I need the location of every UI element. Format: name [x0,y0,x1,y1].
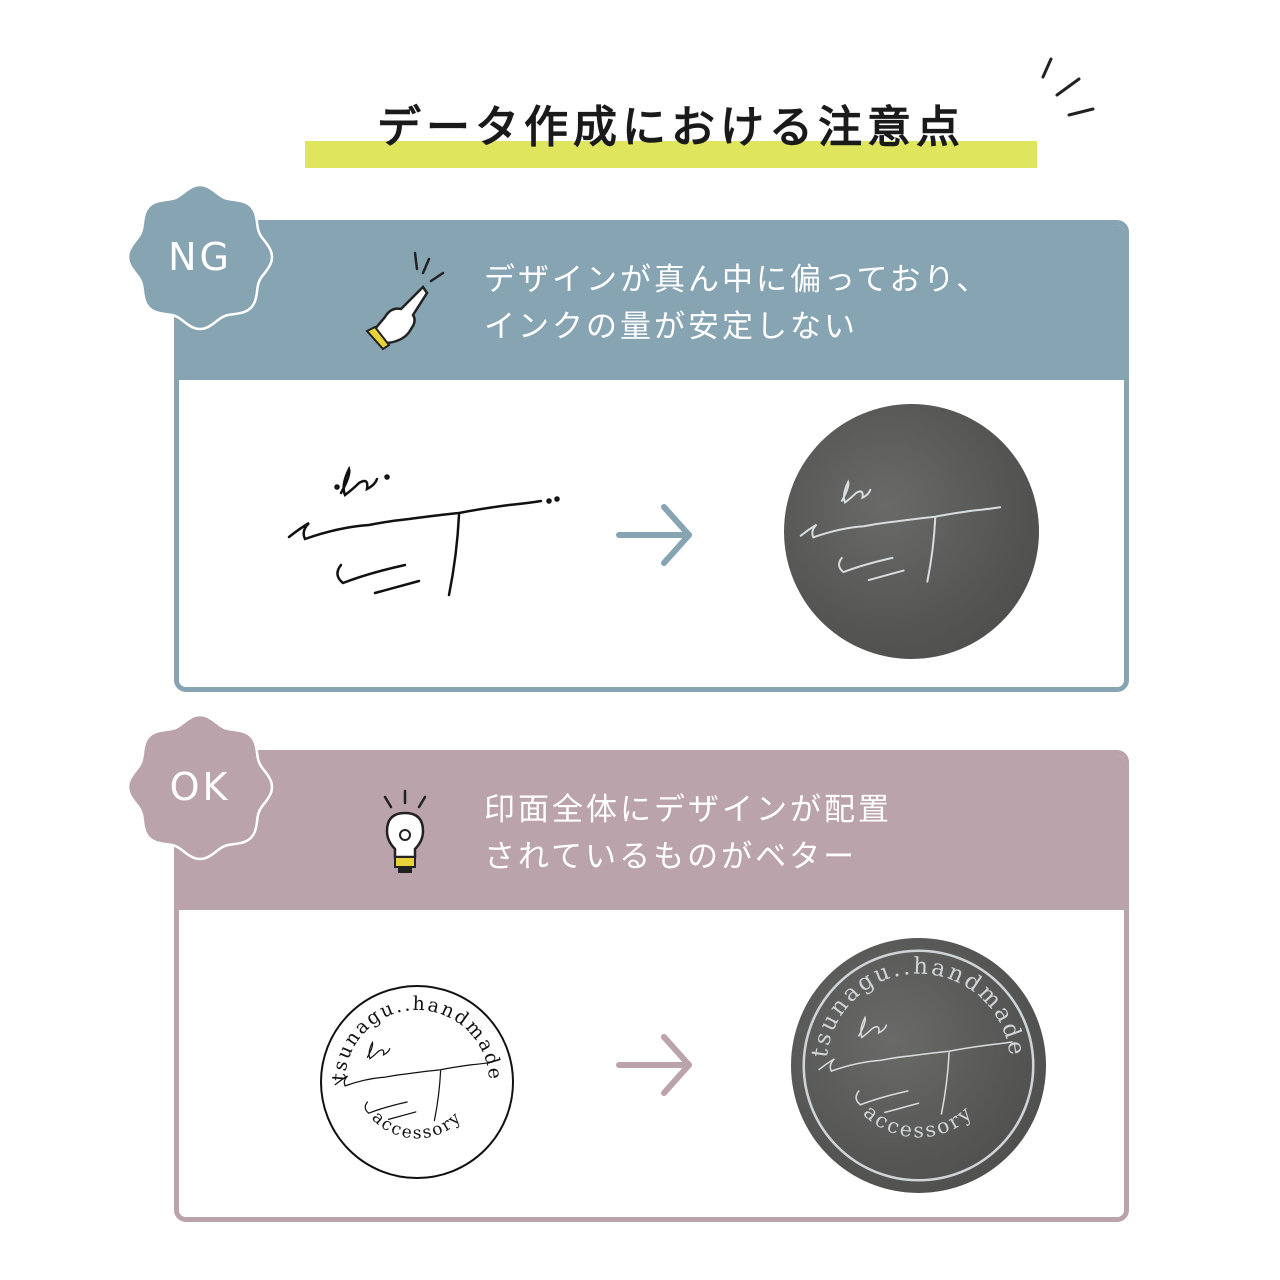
ng-badge-label: NG [168,235,232,279]
ok-badge-shape [126,713,274,861]
ng-message: デザインが真ん中に偏っており、 インクの量が安定しない [484,257,990,351]
ng-header: デザインが真ん中に偏っており、 インクの量が安定しない [179,225,1124,380]
arrow-right-icon [616,1034,692,1096]
ng-stamp-photo [784,404,1039,659]
ok-design-logo: tsunagu..handmade accessory [320,985,514,1179]
title-highlight [305,141,1037,168]
page-title: データ作成における注意点 [377,102,965,153]
arrow-right-icon [616,504,692,566]
ok-badge: OK [125,712,275,862]
svg-text:tsunagu..handmade: tsunagu..handmade [807,953,1030,1059]
ng-badge: NG [125,182,275,332]
ng-message-line2: インクの量が安定しない [484,309,858,345]
ok-stamp-photo: tsunagu..handmade accessory [791,938,1046,1193]
title-block: データ作成における注意点 [305,88,1037,168]
ng-message-line1: デザインが真ん中に偏っており、 [484,262,991,298]
ng-body [179,380,1124,687]
ok-message-line1: 印面全体にデザインが配置 [484,792,892,828]
ok-message: 印面全体にデザインが配置 されているものがベター [484,787,892,881]
sparkle-icon [1041,57,1095,117]
ok-badge-label: OK [169,765,231,809]
ng-badge-shape [126,183,274,331]
ng-card: デザインが真ん中に偏っており、 インクの量が安定しない [174,220,1129,692]
ng-design-logo [287,465,560,597]
ok-message-line2: されているものがベター [484,839,858,875]
svg-text:accessory: accessory [368,1107,467,1143]
ok-body: tsunagu..handmade accessory tsunagu..han… [179,910,1124,1217]
pointing-hand-icon [365,251,445,351]
ok-card: 印面全体にデザインが配置 されているものがベター tsunagu..handma… [174,750,1129,1222]
svg-text:accessory: accessory [859,1100,978,1143]
svg-text:tsunagu..handmade: tsunagu..handmade [328,993,506,1082]
lightbulb-icon [383,789,427,873]
ok-header: 印面全体にデザインが配置 されているものがベター [179,755,1124,910]
